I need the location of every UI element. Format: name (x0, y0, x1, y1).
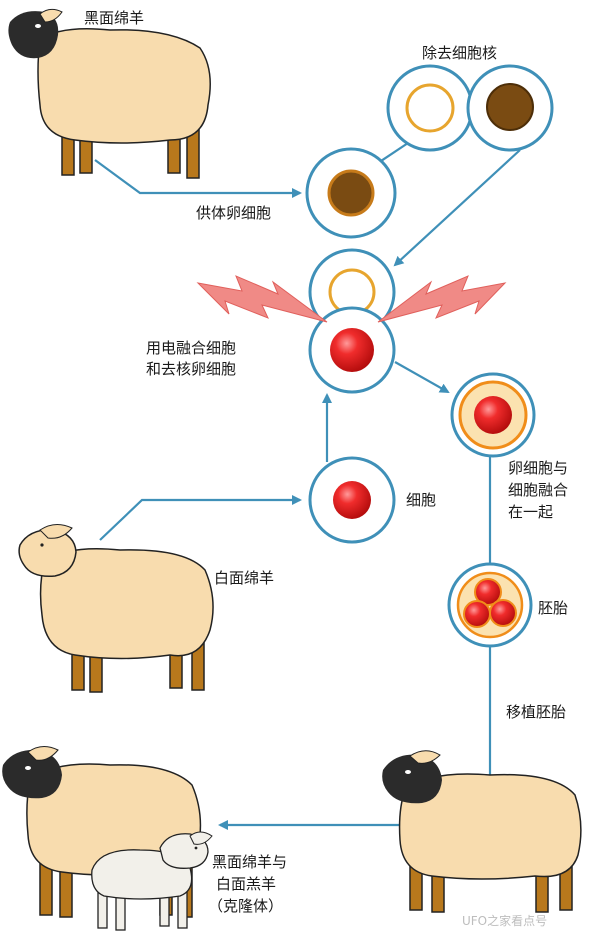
label-black-sheep: 黑面绵羊 (84, 9, 145, 27)
arrow-white-sheep-to-cell (99, 495, 302, 541)
label-white-sheep: 白面绵羊 (214, 569, 275, 587)
label-egg-fused-line1: 卵细胞与 (508, 459, 569, 477)
sheep-white-face-donor (18, 524, 214, 693)
label-result-line1: 黑面绵羊与 (212, 853, 288, 871)
cell-donor-egg (305, 147, 397, 239)
cell-embryo (447, 562, 533, 648)
spark-left-icon (196, 275, 328, 323)
spark-right-icon (377, 275, 507, 323)
cell-fusion-target (308, 306, 396, 394)
arrow-nucleus-to-fused (393, 149, 521, 267)
cell-enucleated-egg (386, 64, 474, 152)
arrow-fused-to-egg-cell (394, 361, 450, 393)
sheep-black-face-surrogate (382, 750, 582, 913)
label-egg-fused-line2: 细胞融合 (508, 481, 569, 499)
label-result-line3: （克隆体） (208, 897, 284, 915)
label-embryo: 胚胎 (538, 599, 569, 617)
label-fuse-line2: 和去核卵细胞 (146, 360, 237, 378)
watermark: UFO之家看点号 (462, 914, 548, 928)
lamb-white-clone (91, 831, 213, 931)
cell-donor-somatic (308, 456, 396, 544)
label-egg-fused-line3: 在一起 (508, 503, 554, 521)
cell-fused-egg (450, 372, 536, 458)
sheep-black-face-donor (8, 8, 211, 179)
cell-removed-nucleus (466, 64, 554, 152)
label-transplant: 移植胚胎 (506, 703, 567, 721)
label-fuse-line1: 用电融合细胞 (146, 339, 237, 357)
label-donor-egg: 供体卵细胞 (196, 204, 272, 222)
label-cell: 细胞 (406, 491, 437, 509)
arrow-sheep-to-egg (94, 159, 302, 198)
label-remove-nucleus: 除去细胞核 (422, 44, 498, 62)
label-result-line2: 白面羔羊 (216, 875, 277, 893)
arrows (94, 142, 521, 830)
